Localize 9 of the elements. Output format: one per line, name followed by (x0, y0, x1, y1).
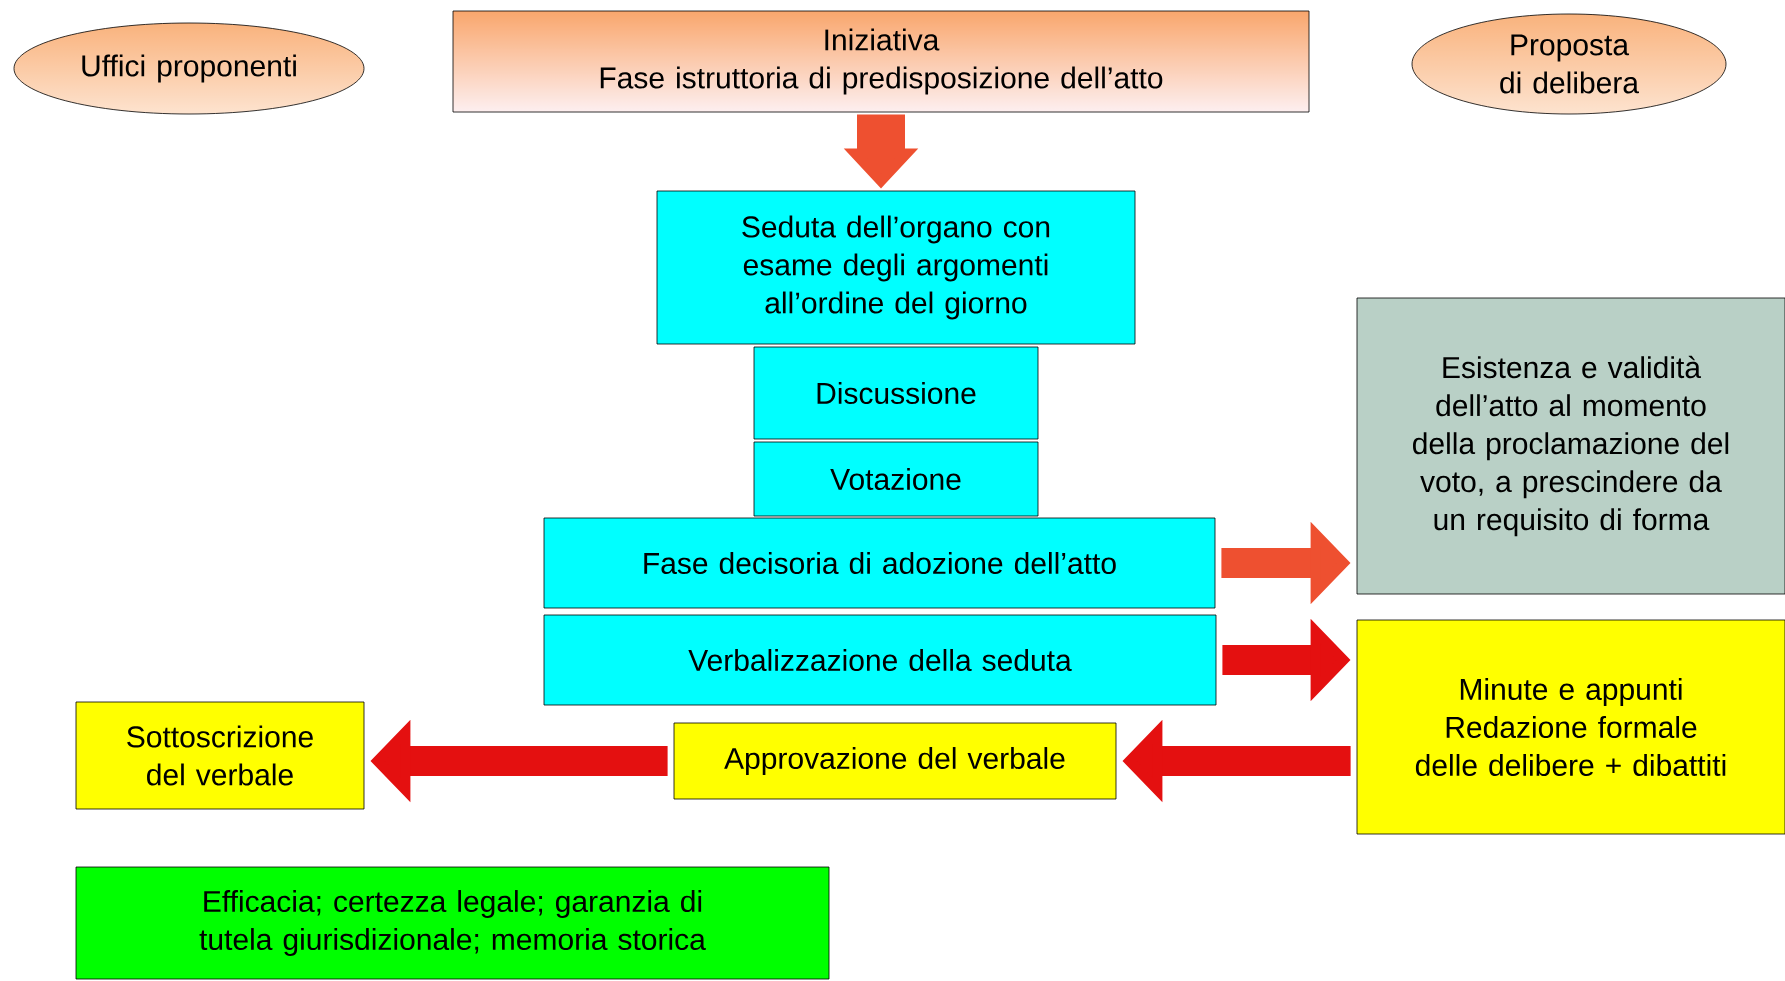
process-box: Votazione (753, 441, 1039, 517)
note-box: Esistenza e validità dell’atto al momento della proclamazione del voto, a prescindere da un requisito di forma (1356, 297, 1785, 595)
note-box: Sottoscrizione del verbale (75, 701, 365, 810)
note-box: Minute e appunti Redazione formale delle delibere + dibattiti (1356, 619, 1785, 835)
note-box: Efficacia; certezza legale; garanzia di tutela giurisdizionale; memoria storica (75, 866, 830, 980)
process-box: Discussione (753, 346, 1039, 440)
process-box: Verbalizzazione della seduta (543, 614, 1217, 706)
process-box: Iniziativa Fase istruttoria di predisposizione dell’atto (452, 10, 1310, 113)
note-box: Approvazione del verbale (673, 722, 1117, 800)
